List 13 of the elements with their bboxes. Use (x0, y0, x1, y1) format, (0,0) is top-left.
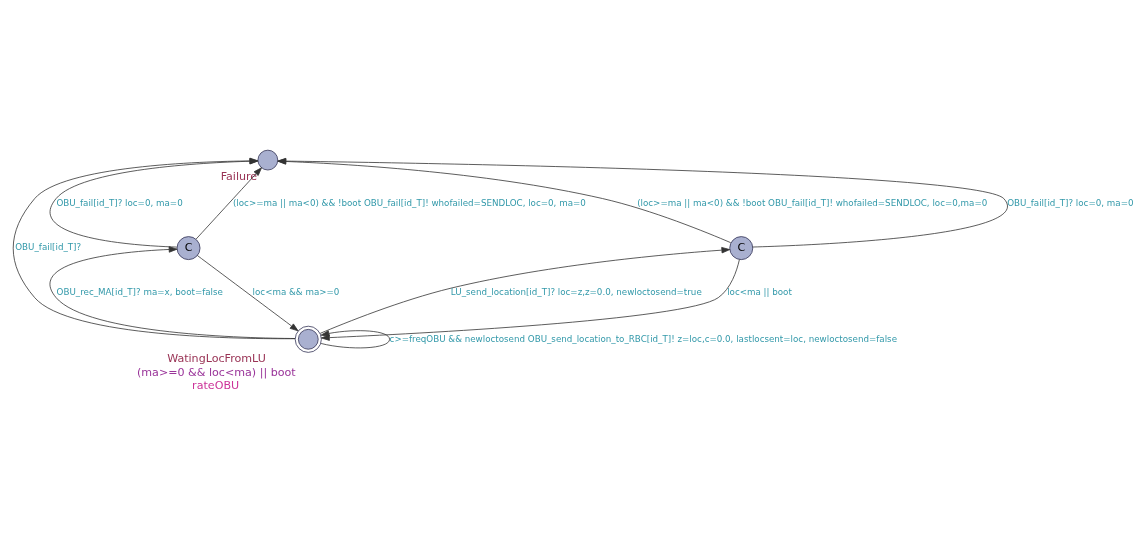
node-label: rateOBU (192, 379, 240, 393)
edge-label: OBU_fail[id_T]? (15, 242, 82, 253)
node-label: WatingLocFromLU (167, 352, 266, 366)
edge-label: OBU_fail[id_T]? loc=0, ma=0 (1007, 197, 1134, 208)
edge-label: (loc>=ma || ma<0) && !boot OBU_fail[id_T]! whofailed=SENDLOC, loc=0,ma=0 (637, 197, 988, 208)
edge-label: loc<ma && ma>=0 (252, 287, 340, 298)
node-label: (ma>=0 && loc<ma) || boot (137, 365, 296, 379)
edge-label: c>=freqOBU && newloctosend OBU_send_location_to_RBC[id_T]! z=loc,c=0.0, lastlocsent=loc, newloctosend=false (389, 333, 898, 344)
edge-label: OBU_fail[id_T]? loc=0, ma=0 (56, 197, 183, 208)
edge-label: (loc>=ma || ma<0) && !boot OBU_fail[id_T]! whofailed=SENDLOC, loc=0, ma=0 (232, 197, 586, 208)
edge-label: LU_send_location[id_T]? loc=z,z=0.0, newloctosend=true (450, 287, 702, 298)
edge-label: loc<ma || boot (727, 287, 792, 298)
edge-label: OBU_rec_MA[id_T]? ma=x, boot=false (56, 287, 223, 298)
